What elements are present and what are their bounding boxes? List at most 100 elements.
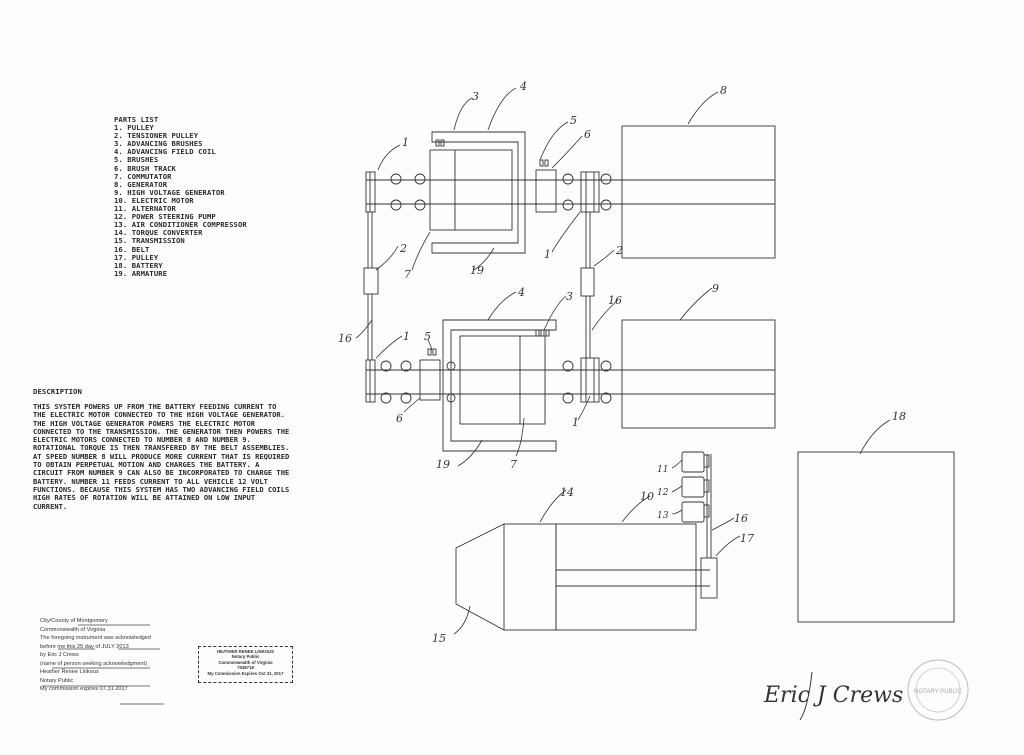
- callout-18: 18: [892, 410, 906, 423]
- parts-list-item: 15. TRANSMISSION: [114, 236, 185, 246]
- parts-list-item: 14. TORQUE CONVERTER: [114, 228, 203, 238]
- notary-line: Notary Public: [40, 677, 74, 684]
- pulley-1-mid-right: [580, 357, 600, 403]
- ac-compressor-13: [681, 501, 705, 523]
- notary-stamp-line: HEATHER RENEE LINKOUS: [217, 649, 274, 654]
- description-line: THE HIGH VOLTAGE GENERATOR POWERS THE EL…: [33, 418, 256, 428]
- parts-list-item: 6. BRUSH TRACK: [114, 163, 176, 173]
- callout-4: 4: [517, 286, 525, 299]
- parts-list-item: 4. ADVANCING FIELD COIL: [114, 147, 216, 157]
- parts-list-item: 9. HIGH VOLTAGE GENERATOR: [114, 187, 225, 197]
- callout-1: 1: [544, 248, 551, 261]
- pulley-1-top-right: [580, 171, 600, 213]
- callout-11: 11: [657, 465, 668, 475]
- pulley-1-top-left: [365, 171, 376, 213]
- parts-list-item: 2. TENSIONER PULLEY: [114, 131, 199, 141]
- callout-15: 15: [432, 632, 446, 645]
- description-body: THIS SYSTEM POWERS UP FROM THE BATTERY F…: [33, 402, 343, 511]
- description-line: THE ELECTRIC MOTOR CONNECTED TO THE HIGH…: [33, 410, 285, 420]
- alternator-11: [681, 451, 705, 473]
- description-title: DESCRIPTION: [33, 387, 82, 396]
- callout-2: 2: [615, 244, 623, 257]
- description-line: CURRENT.: [33, 501, 68, 511]
- advancing-field-coil-mid: [442, 319, 557, 452]
- parts-list-item: 5. BRUSHES: [114, 155, 159, 165]
- parts-list-item: 17. PULLEY: [114, 252, 159, 262]
- callout-3: 3: [566, 290, 573, 303]
- callout-19: 19: [436, 458, 450, 471]
- callout-6: 6: [396, 412, 403, 425]
- callout-1: 1: [402, 136, 409, 149]
- callout-13: 13: [657, 511, 669, 521]
- description-line: AT SPEED NUMBER 8 WILL PRODUCE MORE CURR…: [33, 451, 290, 461]
- transmission-15: [455, 523, 505, 631]
- notary-line: Heather Renee Linkous: [40, 669, 99, 675]
- callout-14: 14: [560, 486, 574, 499]
- callout-7: 7: [510, 458, 517, 471]
- top-assembly: [363, 125, 776, 360]
- callout-10: 10: [640, 490, 654, 503]
- notary-line: before me this 25 day of JULY 2013: [40, 643, 129, 650]
- generator-8: [621, 125, 776, 259]
- callout-17: 17: [740, 532, 754, 545]
- armature-top: [429, 149, 513, 231]
- callout-12: 12: [657, 488, 669, 498]
- description-line: CIRCUIT FROM NUMBER 9 CAN ALSO BE INCORP…: [33, 468, 290, 478]
- parts-list-title: PARTS LIST: [114, 115, 159, 124]
- callout-16: 16: [734, 512, 748, 525]
- callout-3: 3: [472, 90, 479, 103]
- middle-assembly: [365, 319, 776, 452]
- callout-19: 19: [470, 264, 484, 277]
- notary-seal: NOTARY PUBLIC: [907, 659, 969, 721]
- description-line: FUNCTIONS. BECAUSE THIS SYSTEM HAS TWO A…: [33, 484, 290, 494]
- description-line: THIS SYSTEM POWERS UP FROM THE BATTERY F…: [33, 402, 277, 411]
- description-line: ROTATIONAL TORQUE IS THEN TRANSFERED BY …: [33, 443, 290, 453]
- notary-line: My commission expires 07.31.2017: [40, 686, 128, 692]
- notary-line: City/County of Montgomery: [40, 618, 108, 624]
- tensioner-pulley-top-left: [363, 267, 379, 295]
- parts-list-item: 7. COMMUTATOR: [114, 171, 172, 181]
- parts-list-item: 16. BELT: [114, 244, 150, 254]
- description-line: HIGH RATES OF ROTATION WILL BE ATTAINED …: [33, 493, 256, 503]
- svg-text:NOTARY PUBLIC: NOTARY PUBLIC: [914, 689, 962, 695]
- parts-list-item: 10. ELECTRIC MOTOR: [114, 195, 194, 205]
- bottom-assembly: [455, 451, 955, 631]
- callout-9: 9: [712, 282, 719, 295]
- callout-5: 5: [424, 330, 431, 343]
- notary-stamp-line: Commonwealth of Virginia: [218, 659, 273, 665]
- callout-1: 1: [403, 330, 410, 343]
- parts-list-item: 8. GENERATOR: [114, 179, 168, 189]
- parts-list-item: 18. BATTERY: [114, 260, 163, 270]
- parts-list-item: 1. PULLEY: [114, 123, 154, 133]
- callout-2: 2: [399, 242, 407, 255]
- description-line: TO OBTAIN PERPETUAL MOTION AND CHARGES T…: [33, 460, 260, 470]
- svg-text:Eric J Crews: Eric J Crews: [763, 683, 903, 708]
- callout-5: 5: [570, 114, 577, 127]
- power-steering-pump-12: [681, 476, 705, 498]
- tensioner-pulley-right: [580, 267, 595, 297]
- armature-mid: [459, 335, 546, 425]
- callout-6: 6: [584, 128, 591, 141]
- notary-stamp-line: 7538718: [237, 665, 254, 671]
- notary-stamp-line: Notary Public: [231, 654, 260, 660]
- description-line: CONNECTED TO THE TRANSMISSION. THE GENER…: [33, 426, 290, 436]
- callout-16: 16: [338, 332, 352, 345]
- description-line: BATTERY. NUMBER 11 FEEDS CURRENT TO ALL …: [33, 476, 268, 486]
- parts-list-item: 11. ALTERNATOR: [114, 204, 176, 214]
- notary-line: Commonwealth of Virginia: [40, 626, 106, 633]
- callout-16: 16: [608, 294, 622, 307]
- high-voltage-generator-9: [621, 319, 776, 429]
- callout-4: 4: [519, 80, 527, 93]
- parts-list-item: 19. ARMATURE: [114, 268, 168, 278]
- callout-8: 8: [720, 84, 727, 97]
- advancing-field-coil-top: [431, 131, 526, 254]
- callout-7: 7: [404, 268, 411, 281]
- electric-motor-10: [555, 523, 697, 631]
- parts-list-item: 12. POWER STEERING PUMP: [114, 212, 216, 222]
- battery-18: [797, 451, 955, 623]
- parts-list-item: 3. ADVANCING BRUSHES: [114, 139, 203, 149]
